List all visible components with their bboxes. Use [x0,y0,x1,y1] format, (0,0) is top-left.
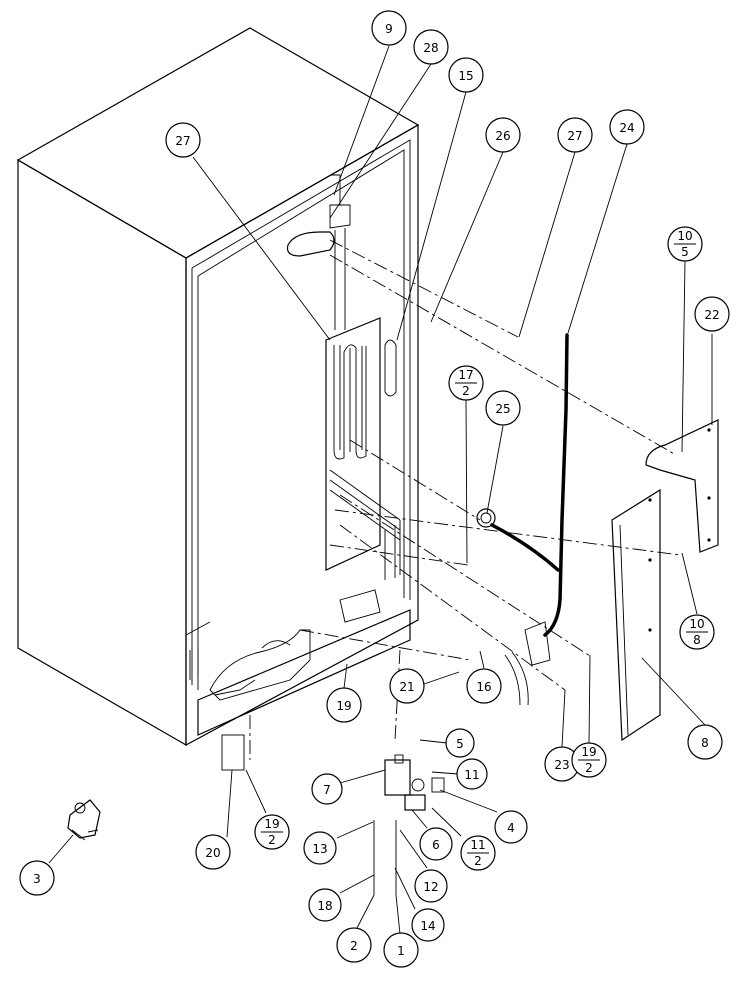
callout-27-right: 27 [557,117,593,153]
callout-18-label: 18 [317,899,332,913]
callout-20: 20 [195,834,231,870]
callout-4: 4 [494,810,528,844]
callout-21-label: 21 [399,680,414,694]
callout-28-label: 28 [423,41,438,55]
callout-27-right-label: 27 [567,129,582,143]
callout-28: 28 [413,29,449,65]
callout-16-label: 16 [476,680,491,694]
callout-20-label: 20 [205,846,220,860]
callout-5-label: 5 [456,737,464,751]
callout-9: 9 [371,10,407,46]
callout-9-label: 9 [385,22,393,36]
callout-25: 25 [485,390,521,426]
callout-22-label: 22 [704,308,719,322]
compressor-area [209,589,381,701]
callout-leaders [48,45,713,935]
callout-5: 5 [445,728,475,758]
callout-11-label: 11 [464,768,479,782]
callout-15-label: 15 [458,69,473,83]
callout-8-label: 8 [701,736,709,750]
callout-24-label: 24 [619,121,634,135]
callout-10-8-bottom: 8 [693,633,701,647]
callout-14: 14 [411,908,445,942]
callout-19-label: 19 [336,699,351,713]
callout-14-label: 14 [420,919,435,933]
exploded-leader-lines [249,239,681,760]
callout-13-label: 13 [312,842,327,856]
callout-25-label: 25 [495,402,510,416]
drain-tube-assembly [286,174,351,330]
callout-11: 11 [456,758,488,790]
callout-7-label: 7 [323,783,331,797]
callout-15: 15 [448,57,484,93]
callout-17-2-bottom: 2 [462,384,470,398]
callout-4-label: 4 [507,821,515,835]
callout-12: 12 [414,869,448,903]
callout-27-left-label: 27 [175,134,190,148]
refrigerator-cabinet [16,27,420,747]
callout-21: 21 [389,668,425,704]
callout-13: 13 [303,831,337,865]
callout-27-left: 27 [165,122,201,158]
callout-23: 23 [544,746,580,782]
callout-8: 8 [687,724,723,760]
callout-2: 2 [336,927,372,963]
callout-11-2-top: 11 [470,838,485,852]
callout-19: 19 [326,687,362,723]
callout-6: 6 [419,827,453,861]
callout-12-label: 12 [423,880,438,894]
condenser-coil [325,317,401,580]
callout-2-label: 2 [350,939,358,953]
callout-26: 26 [485,117,521,153]
callout-19-2-left-bottom: 2 [268,833,276,847]
callout-17-2-top: 17 [458,368,473,382]
callout-3-label: 3 [33,872,41,886]
callout-19-2-right-top: 19 [581,745,596,759]
callout-24: 24 [609,109,645,145]
callout-19-2-left: 19 2 [254,814,290,850]
callout-10-8-top: 10 [689,617,704,631]
callout-19-2-right: 19 2 [571,742,607,778]
callout-1: 1 [383,932,419,968]
callout-17-2: 17 2 [448,365,484,401]
callout-10-5-bottom: 5 [681,245,689,259]
rear-panel-lower [611,488,661,742]
callout-11-2-bottom: 2 [474,854,482,868]
callout-16: 16 [466,668,502,704]
callout-26-label: 26 [495,129,510,143]
callout-10-5: 10 5 [667,226,703,262]
callout-1-label: 1 [397,944,405,958]
callout-7: 7 [311,773,343,805]
wire-harness [476,333,569,706]
rear-panel-upper [645,419,719,553]
callout-10-8: 10 8 [679,614,715,650]
callout-23-label: 23 [554,758,569,772]
callout-19-2-left-top: 19 [264,817,279,831]
callout-22: 22 [694,296,730,332]
callout-19-2-right-bottom: 2 [585,761,593,775]
callout-10-5-top: 10 [677,229,692,243]
part-3-fitting [67,799,101,841]
callout-11-2: 11 2 [460,835,496,871]
callout-6-label: 6 [432,838,440,852]
water-valve-assembly [221,734,445,895]
callout-18: 18 [308,888,342,922]
callout-3: 3 [19,860,55,896]
